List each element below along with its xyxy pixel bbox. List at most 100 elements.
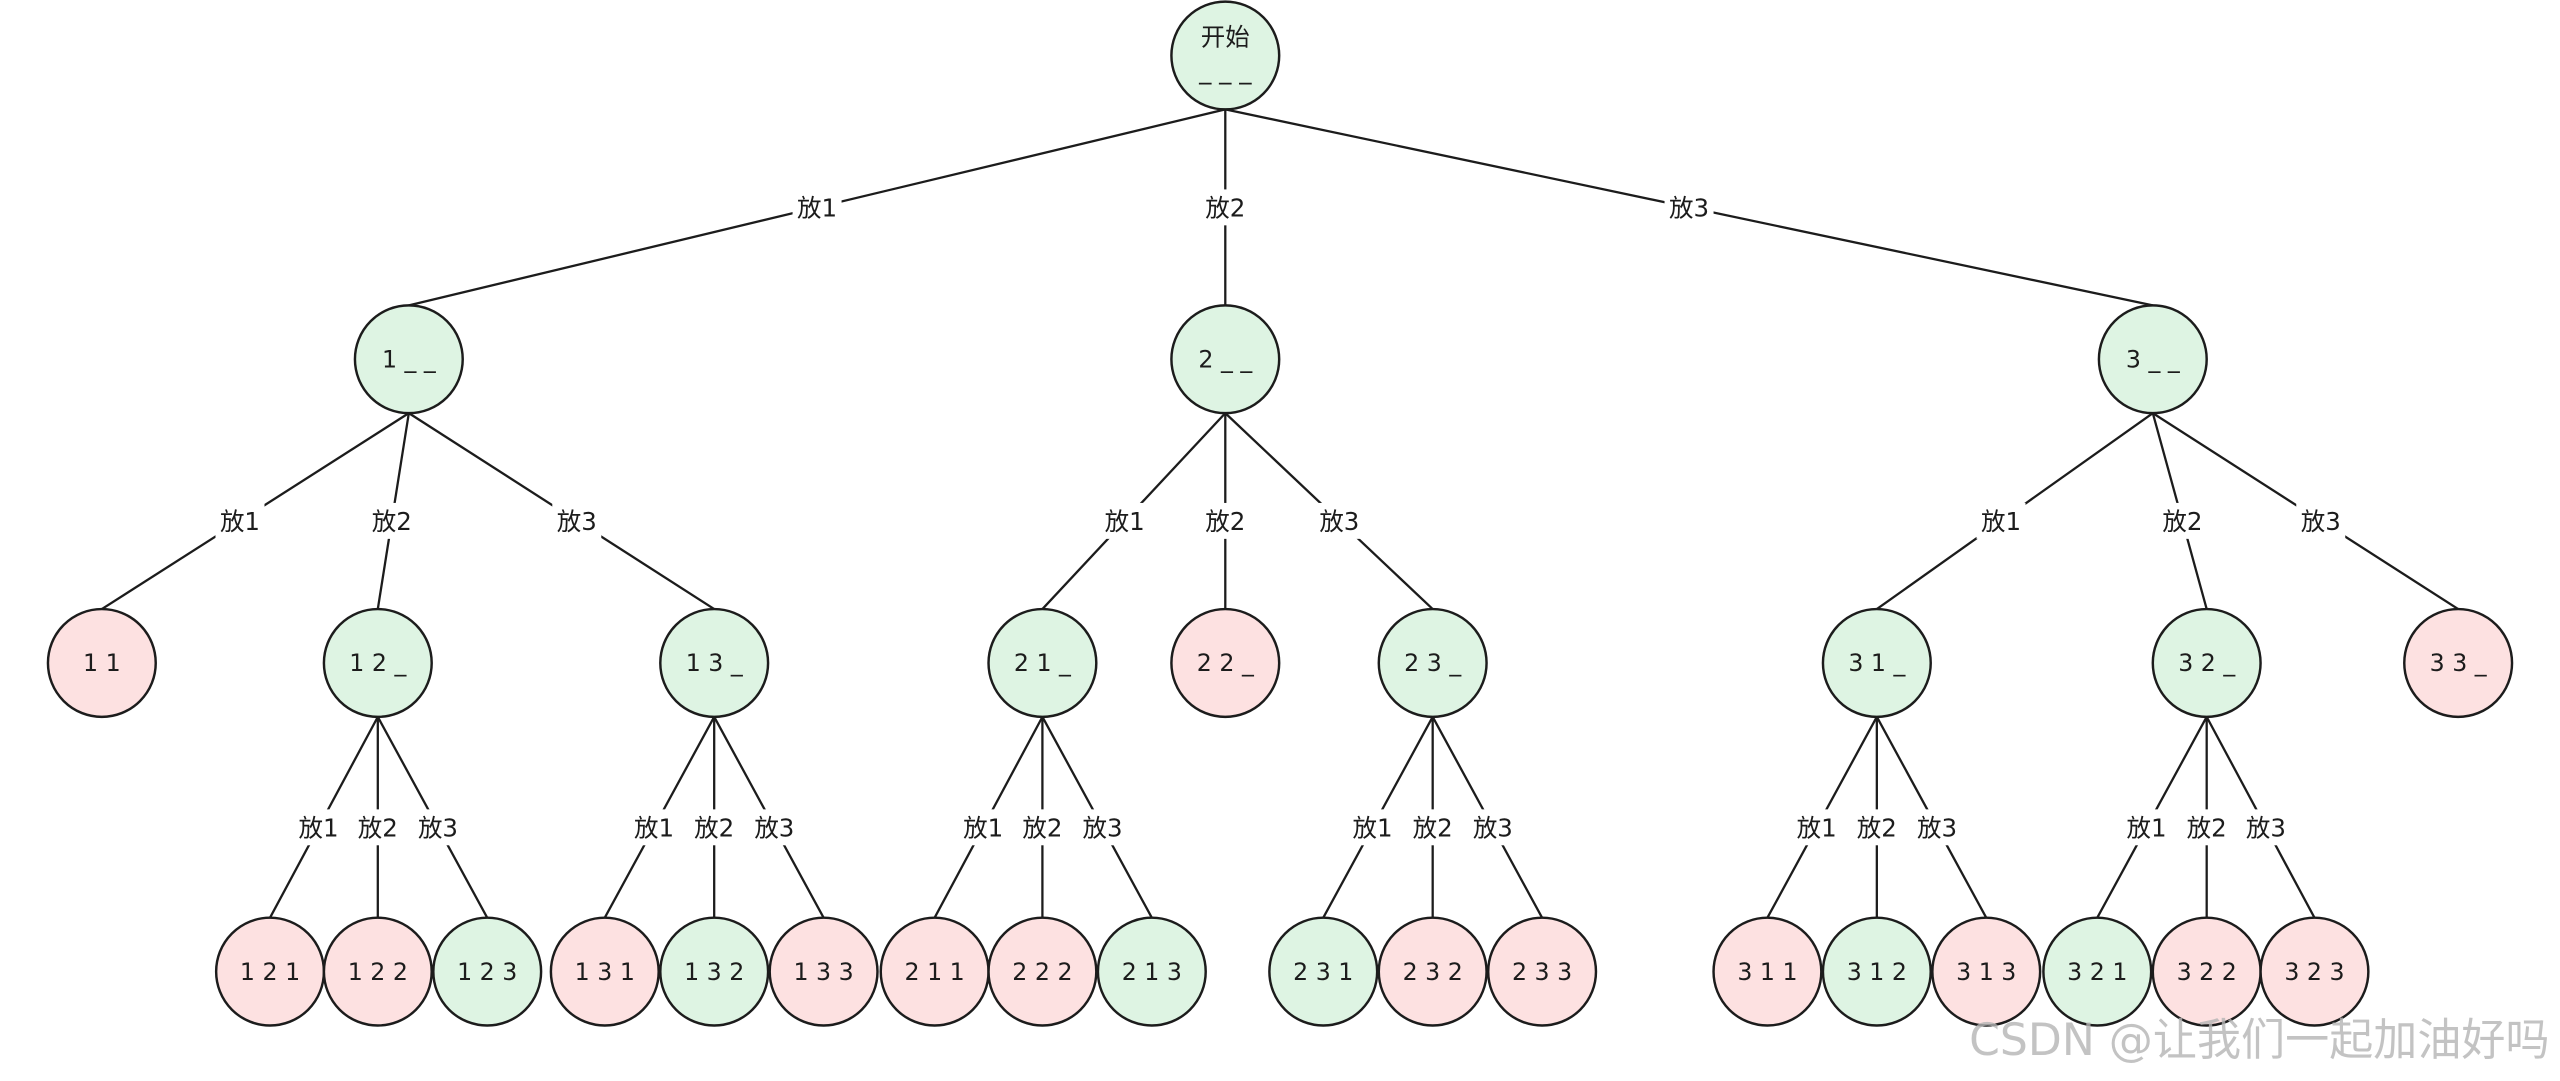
tree-node: 2 _ _ [1170,304,1281,415]
tree-node: 2 3 _ [1377,607,1488,719]
tree-node: 2 1 3 [1096,916,1207,1027]
edge-label: 放2 [358,813,398,842]
node-circle [1170,0,1281,111]
edge-label-background [1976,502,2026,539]
edge-label: 放3 [1083,813,1123,842]
edge-label: 放3 [2246,813,2286,842]
node-label: 1 3 2 [684,958,744,986]
node-circle [2259,916,2370,1027]
node-label: 1 2 _ [349,649,407,677]
node-circle [2097,304,2208,415]
node-circle [2151,607,2262,719]
node-label: 3 _ _ [2126,345,2181,373]
node-label: 3 2 1 [2067,958,2127,986]
node-label: 1 2 2 [348,958,408,986]
edge-label: 放1 [220,507,260,536]
edge-label-background [1200,189,1250,226]
tree-node: 3 3 _ [2403,607,2514,719]
tree-node: 3 1 1 [1712,916,1823,1027]
edge-label-background [1078,809,1128,846]
node-circle [659,607,770,719]
tree-node: 3 2 1 [2042,916,2153,1027]
tree-node: 2 1 _ [987,607,1098,719]
node-label: 1 3 _ [686,649,744,677]
edges-layer [101,108,2459,919]
node-circle [987,607,1098,719]
root-label-top: 开始 [1201,23,1250,52]
edge-label-background [749,809,799,846]
edge-label: 放3 [1473,813,1513,842]
tree-node: 2 1 1 [879,916,990,1027]
edge-label: 放1 [963,813,1003,842]
edge-label-background [629,809,679,846]
edge-label: 放3 [1917,813,1957,842]
edge-label: 放1 [1797,813,1837,842]
edge-label: 放2 [372,507,412,536]
tree-node: 2 2 2 [987,916,1098,1027]
tree-node: 3 _ _ [2097,304,2208,415]
node-label: 3 1 2 [1847,958,1907,986]
edge-label: 放2 [1205,193,1245,222]
tree-node: 1 3 1 [549,916,660,1027]
edge-label-background [1100,502,1150,539]
edge-label: 放1 [634,813,674,842]
edge-label-background [1408,809,1458,846]
nodes-layer: 开始_ _ _ 1 _ _ 1 1 1 2 _ 1 2 1 1 2 2 1 2 3 1 3 _… [46,0,2514,1027]
edge-label: 放1 [1105,507,1145,536]
edge-label-background [353,809,403,846]
edge-label-background [1200,502,1250,539]
edge-label-background [958,809,1008,846]
tree-node: 1 _ _ [353,304,464,415]
edge-label: 放1 [1352,813,1392,842]
node-label: 2 3 _ [1404,649,1462,677]
edge-label: 放2 [1022,813,1062,842]
tree-node: 1 3 2 [659,916,770,1027]
edge-label: 放1 [797,193,837,222]
node-circle [768,916,879,1027]
node-circle [353,304,464,415]
node-label: 3 1 3 [1956,958,2016,986]
edge-label-background [1664,189,1714,226]
tree-node: 1 2 1 [214,916,326,1027]
edge-label-background [367,502,417,539]
edge-label-background [792,189,842,226]
edge-label-background [1912,809,1962,846]
root-node: 开始_ _ _ [1170,0,1281,111]
edge-label-background [1852,809,1902,846]
node-circle [2403,607,2514,719]
tree-node: 1 3 3 [768,916,879,1027]
edge-label-background [1468,809,1518,846]
node-label: 3 2 3 [2284,958,2344,986]
edge-label: 放1 [2126,813,2166,842]
edge-label-background [2241,809,2291,846]
edge-label-background [1348,809,1397,846]
node-label: 1 2 1 [240,958,300,986]
edge-label-background [294,809,344,846]
node-circle [1377,607,1488,719]
node-circle [1821,607,1932,719]
node-circle [1268,916,1379,1027]
node-label: 3 2 _ [2178,649,2236,677]
edge-label-background [1314,502,1364,539]
tree-node: 1 2 _ [322,607,433,719]
node-label: 1 3 1 [575,958,635,986]
node-circle [987,916,1098,1027]
node-circle [322,607,433,719]
edge-label: 放2 [2162,507,2202,536]
node-label: 1 1 [83,649,121,677]
edge-label: 放2 [1857,813,1897,842]
node-circle [432,916,543,1027]
node-label: 2 2 _ [1197,649,1255,677]
edge-label: 放1 [298,813,338,842]
node-label: 2 2 2 [1012,958,1072,986]
tree-node: 1 2 3 [432,916,543,1027]
node-circle [659,916,770,1027]
node-label: 1 2 3 [457,958,517,986]
node-circle [1712,916,1823,1027]
node-label: 3 1 _ [1848,649,1906,677]
tree-node: 3 1 3 [1931,916,2042,1027]
node-circle [1170,304,1281,415]
tree-node: 3 1 2 [1821,916,1932,1027]
node-label: 2 3 3 [1512,958,1572,986]
